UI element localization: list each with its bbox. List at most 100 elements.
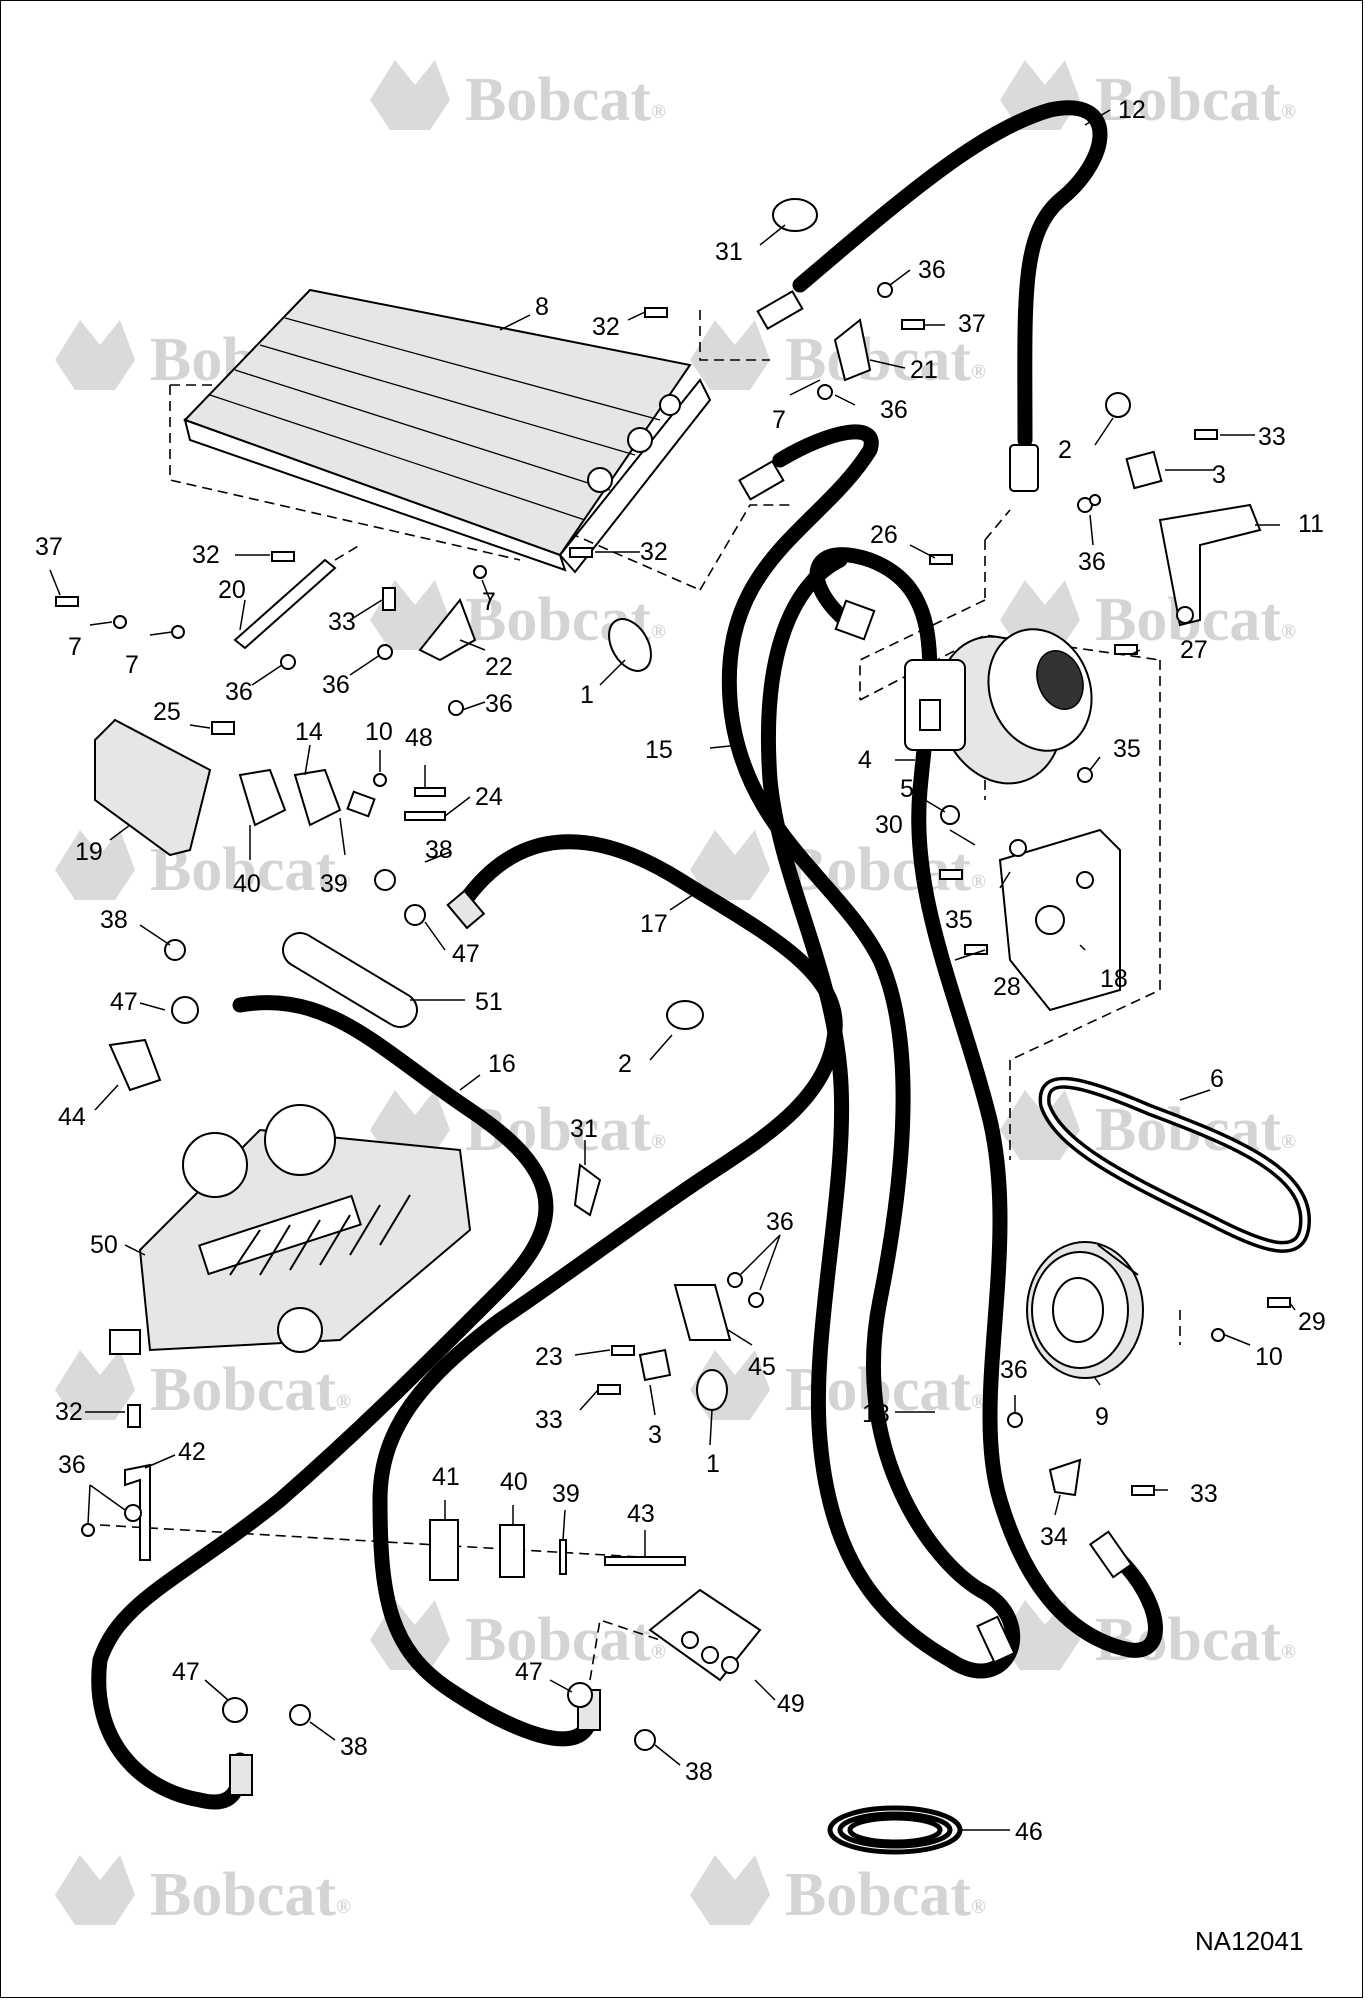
callout-2: 2 xyxy=(1058,436,1072,464)
watermark-text: Bobcat® xyxy=(465,1606,666,1674)
watermark-registered-mark: ® xyxy=(1281,1641,1296,1663)
callout-18: 18 xyxy=(1100,965,1128,993)
callout-33: 33 xyxy=(1190,1480,1218,1508)
watermark-text: Bobcat® xyxy=(1095,1606,1296,1674)
watermark-registered-mark: ® xyxy=(336,1391,351,1413)
watermark: Bobcat® xyxy=(55,1855,351,1929)
watermark-registered-mark: ® xyxy=(336,871,351,893)
watermark-registered-mark: ® xyxy=(651,101,666,123)
callout-7: 7 xyxy=(68,633,82,661)
callout-20: 20 xyxy=(218,576,246,604)
callout-47: 47 xyxy=(515,1658,543,1686)
hose-12 xyxy=(792,100,1108,448)
watermark-registered-mark: ® xyxy=(336,1896,351,1918)
callout-37: 37 xyxy=(958,310,986,338)
watermark-registered-mark: ® xyxy=(1281,1131,1296,1153)
drive-belt xyxy=(1038,1076,1311,1253)
callout-3: 3 xyxy=(1212,461,1226,489)
callout-33: 33 xyxy=(535,1406,563,1434)
callout-41: 41 xyxy=(432,1463,460,1491)
callout-36: 36 xyxy=(1078,548,1106,576)
callout-24: 24 xyxy=(475,783,503,811)
callout-51: 51 xyxy=(475,988,503,1016)
callout-labels: 12 31 36 8 32 37 21 7 36 2 33 3 36 11 26… xyxy=(35,96,1326,1846)
callout-11: 11 xyxy=(1298,510,1324,538)
watermark-text: Bobcat® xyxy=(150,1861,351,1929)
callout-36: 36 xyxy=(58,1451,86,1479)
callout-32: 32 xyxy=(592,313,620,341)
callout-38: 38 xyxy=(685,1758,713,1786)
callout-1: 1 xyxy=(706,1450,720,1478)
callout-36: 36 xyxy=(322,671,350,699)
watermark: Bobcat® xyxy=(1000,580,1296,654)
callout-34: 34 xyxy=(1040,1523,1068,1551)
callout-13: 13 xyxy=(862,1400,890,1428)
callout-47: 47 xyxy=(172,1658,200,1686)
callout-8: 8 xyxy=(535,293,549,321)
watermark-text: Bobcat® xyxy=(465,66,666,134)
callout-33: 33 xyxy=(1258,423,1286,451)
callout-36: 36 xyxy=(918,256,946,284)
callout-19: 19 xyxy=(75,838,103,866)
callout-38: 38 xyxy=(100,906,128,934)
callout-28: 28 xyxy=(993,973,1021,1001)
callout-15: 15 xyxy=(645,736,673,764)
small-parts xyxy=(55,198,1291,1855)
watermark-text: Bobcat® xyxy=(150,1356,351,1424)
hose-fittings xyxy=(229,289,1133,1796)
callout-10: 10 xyxy=(1255,1343,1283,1371)
callout-16: 16 xyxy=(488,1050,516,1078)
callout-31: 31 xyxy=(715,238,743,266)
callout-7: 7 xyxy=(125,651,139,679)
callout-39: 39 xyxy=(320,870,348,898)
callout-4: 4 xyxy=(858,746,872,774)
drawing-code: NA12041 xyxy=(1195,1926,1303,1956)
leader-lines xyxy=(49,109,1296,1831)
watermark-registered-mark: ® xyxy=(651,621,666,643)
callout-23: 23 xyxy=(535,1343,563,1371)
hose-13 xyxy=(809,547,1163,1658)
callout-26: 26 xyxy=(870,521,898,549)
compressor-bracket xyxy=(998,828,1121,1012)
callout-44: 44 xyxy=(58,1103,86,1131)
callout-40: 40 xyxy=(233,870,261,898)
callout-36: 36 xyxy=(1000,1356,1028,1384)
bracket-11 xyxy=(1158,503,1262,627)
watermark-registered-mark: ® xyxy=(971,871,986,893)
watermark-registered-mark: ® xyxy=(971,1391,986,1413)
callout-42: 42 xyxy=(178,1438,206,1466)
callout-47: 47 xyxy=(110,988,138,1016)
callout-36: 36 xyxy=(880,396,908,424)
engine-assembly xyxy=(109,1104,472,1355)
watermark: Bobcat® xyxy=(370,60,666,134)
callout-36: 36 xyxy=(225,678,253,706)
callout-38: 38 xyxy=(340,1733,368,1761)
watermark: Bobcat® xyxy=(1000,60,1296,134)
callout-7: 7 xyxy=(772,406,786,434)
callout-9: 9 xyxy=(1095,1403,1109,1431)
watermark-registered-mark: ® xyxy=(1281,101,1296,123)
watermark: Bobcat® xyxy=(690,1855,986,1929)
watermark-registered-mark: ® xyxy=(971,361,986,383)
callout-25: 25 xyxy=(153,698,181,726)
callout-12: 12 xyxy=(1118,96,1146,124)
callout-47: 47 xyxy=(452,940,480,968)
watermark: Bobcat® xyxy=(690,320,986,394)
watermark: Bobcat® xyxy=(55,1350,351,1424)
callout-32: 32 xyxy=(640,538,668,566)
callout-38: 38 xyxy=(425,836,453,864)
hose-16 xyxy=(91,995,554,1810)
callout-48: 48 xyxy=(405,724,433,752)
callout-35: 35 xyxy=(1113,735,1141,763)
callout-29: 29 xyxy=(1298,1308,1326,1336)
callout-36: 36 xyxy=(766,1208,794,1236)
watermark-text: Bobcat® xyxy=(1095,66,1296,134)
callout-39: 39 xyxy=(552,1480,580,1508)
callout-7: 7 xyxy=(482,588,496,616)
watermark: Bobcat® xyxy=(1000,1600,1296,1674)
callout-43: 43 xyxy=(627,1500,655,1528)
condenser xyxy=(183,288,712,574)
callout-40: 40 xyxy=(500,1468,528,1496)
callout-50: 50 xyxy=(90,1231,118,1259)
